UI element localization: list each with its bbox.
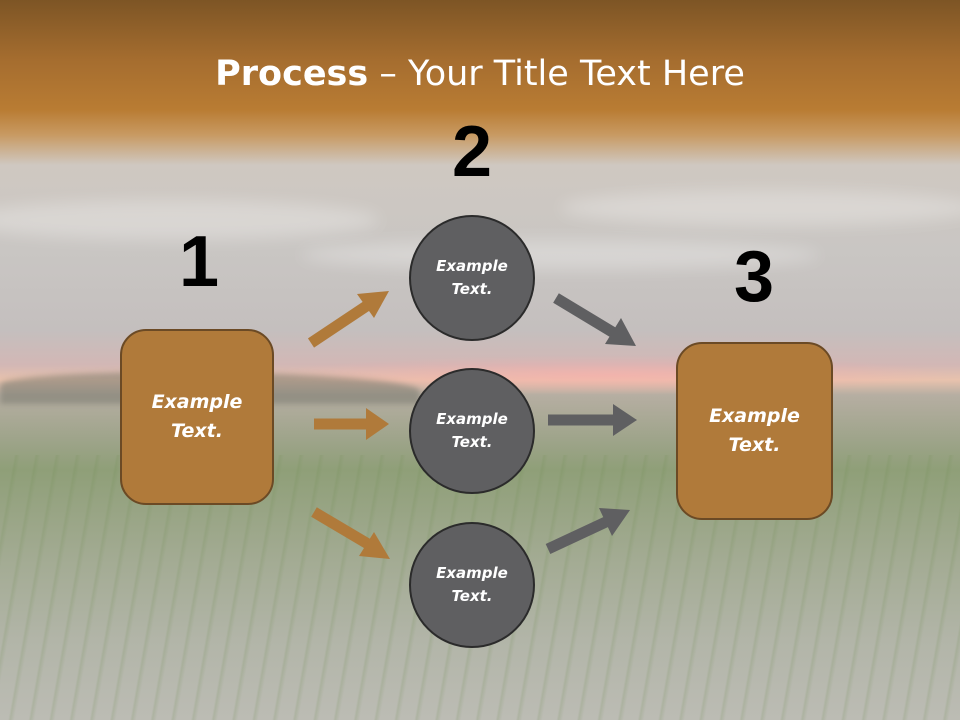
arrow-bottom-to-right: [545, 508, 630, 554]
right-process-box: Example Text.: [676, 342, 833, 520]
arrow-left-to-bottom: [311, 507, 390, 559]
title-bold: Process: [215, 54, 369, 94]
arrow-left-to-middle: [314, 408, 389, 440]
circle-text-top: Example Text.: [436, 257, 508, 298]
circle-text-bottom: Example Text.: [436, 564, 508, 605]
arrow-middle-to-right: [548, 404, 637, 436]
right-box-text: Example Text.: [709, 405, 800, 456]
step-number-2: 2: [451, 112, 493, 192]
slide-title: Process – Your Title Text Here: [0, 52, 960, 96]
arrow-top-to-right: [553, 293, 636, 346]
process-circle-middle: Example Text.: [409, 368, 535, 494]
process-circle-bottom: Example Text.: [409, 522, 535, 648]
step-number-1: 1: [178, 222, 220, 302]
title-rest: – Your Title Text Here: [368, 54, 745, 94]
left-process-box: Example Text.: [120, 329, 274, 505]
process-circle-top: Example Text.: [409, 215, 535, 341]
sky-cloud-streak: [560, 190, 960, 226]
circle-text-middle: Example Text.: [436, 410, 508, 451]
left-box-text: Example Text.: [151, 391, 243, 442]
sky-cloud-streak: [300, 240, 820, 270]
step-number-3: 3: [733, 237, 775, 317]
sky-cloud-streak: [0, 200, 380, 240]
arrow-left-to-top: [307, 291, 389, 348]
